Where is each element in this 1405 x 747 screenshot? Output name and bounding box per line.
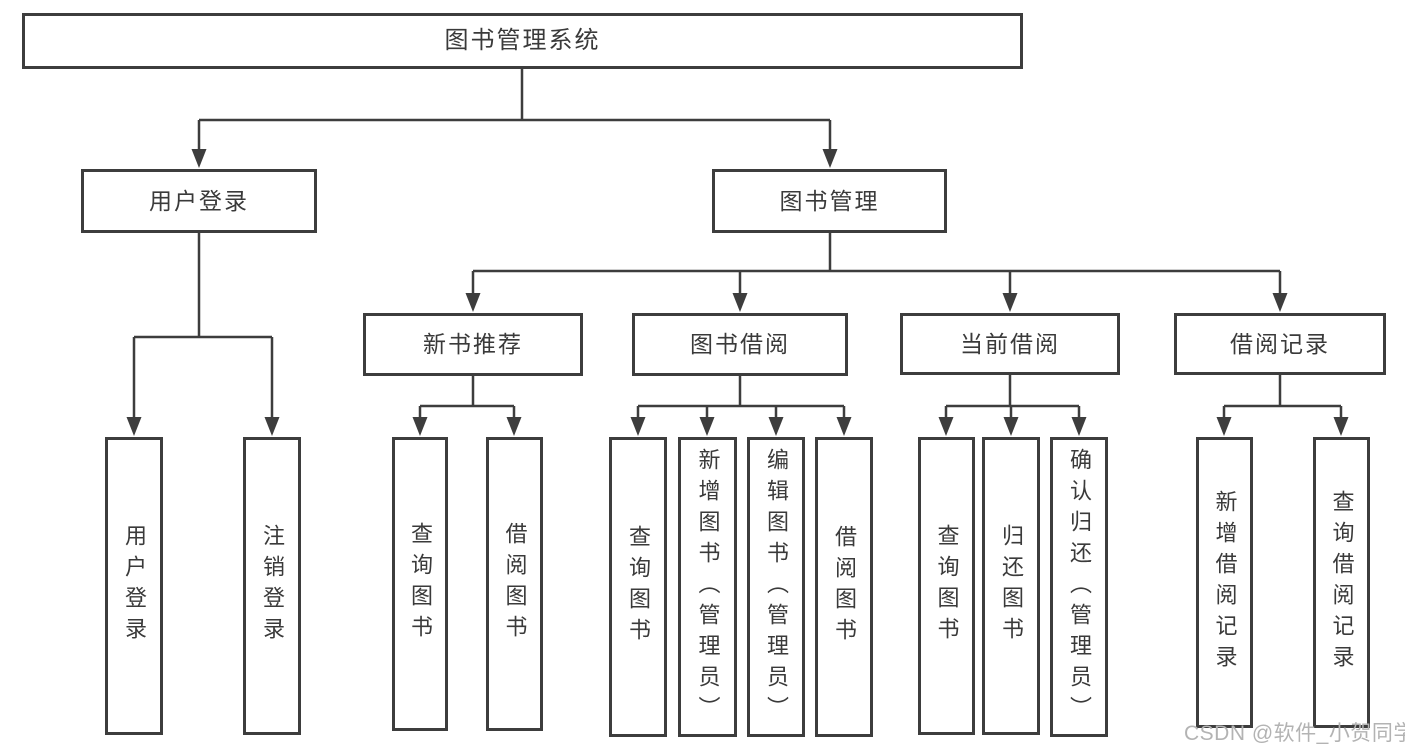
- node-records-query-record: 查询借阅记录: [1313, 437, 1370, 728]
- node-current-borrowing: 当前借阅: [900, 313, 1120, 375]
- node-book-borrowing: 图书借阅: [632, 313, 848, 376]
- node-current-confirm-return-admin: 确认归还（管理员）: [1050, 437, 1108, 737]
- node-logout-leaf: 注销登录: [243, 437, 301, 735]
- node-newbook-borrow-books: 借阅图书: [486, 437, 543, 731]
- node-borrowing-borrow-books: 借阅图书: [815, 437, 873, 737]
- node-user-login-leaf: 用户登录: [105, 437, 163, 735]
- node-newbook-query-books: 查询图书: [392, 437, 448, 731]
- node-new-book-recommend: 新书推荐: [363, 313, 583, 376]
- node-borrowing-add-books-admin: 新增图书（管理员）: [678, 437, 737, 737]
- node-current-query-books: 查询图书: [918, 437, 975, 735]
- node-records-add-record: 新增借阅记录: [1196, 437, 1253, 728]
- csdn-watermark: CSDN @软件_小贺同学: [1184, 722, 1405, 745]
- node-borrowing-records: 借阅记录: [1174, 313, 1386, 375]
- node-current-return-books: 归还图书: [982, 437, 1040, 735]
- node-book-management-branch: 图书管理: [712, 169, 947, 233]
- node-borrowing-query-books: 查询图书: [609, 437, 667, 737]
- node-user-login-branch: 用户登录: [81, 169, 317, 233]
- node-library-system: 图书管理系统: [22, 13, 1023, 69]
- node-borrowing-edit-books-admin: 编辑图书（管理员）: [747, 437, 805, 737]
